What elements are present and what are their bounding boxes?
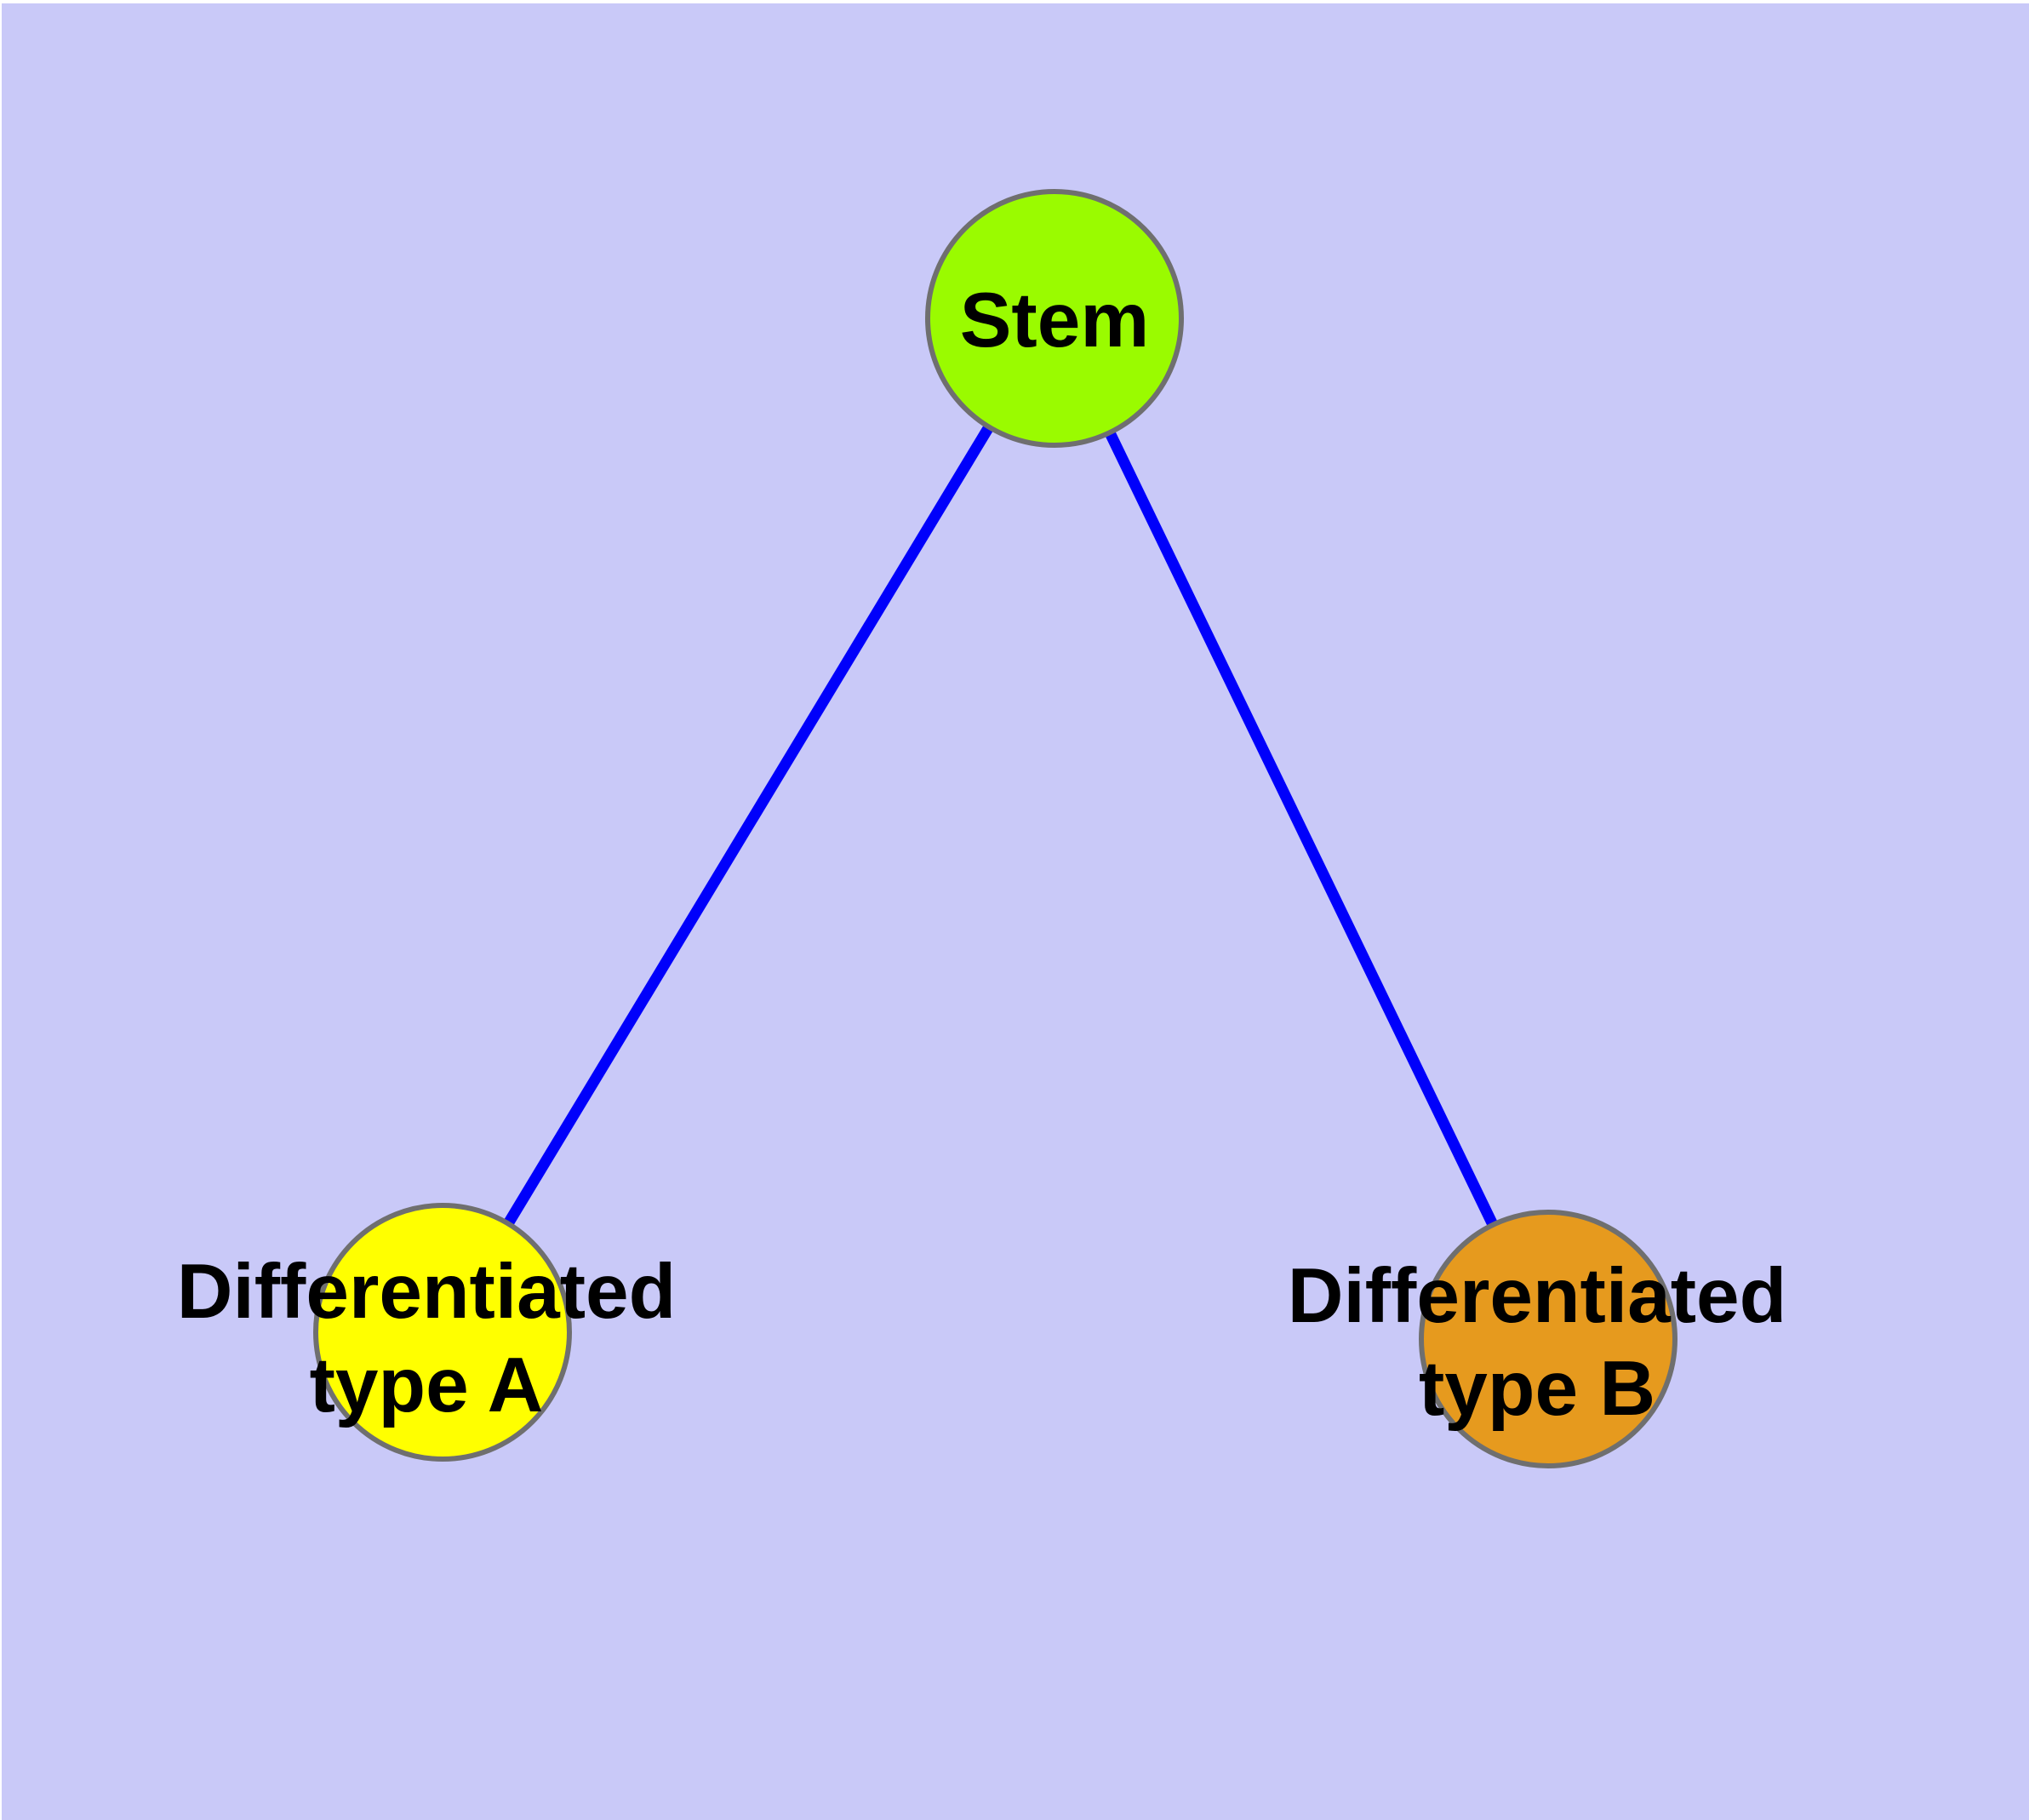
type-a-node-label-line1: Differentiated [177, 1249, 677, 1335]
stem-node-label: Stem [960, 278, 1150, 363]
edge-stem-to-type-b [1049, 316, 1553, 1342]
type-b-node-label-line2: type B [1419, 1346, 1655, 1432]
differentiated-type-a-node [313, 1203, 572, 1462]
differentiated-type-b-node [1419, 1210, 1677, 1468]
edge-stem-to-type-a [437, 315, 1060, 1336]
type-b-node-label-line1: Differentiated [1288, 1253, 1787, 1339]
stem-node [925, 189, 1184, 448]
type-a-node-label-line2: type A [310, 1342, 544, 1428]
